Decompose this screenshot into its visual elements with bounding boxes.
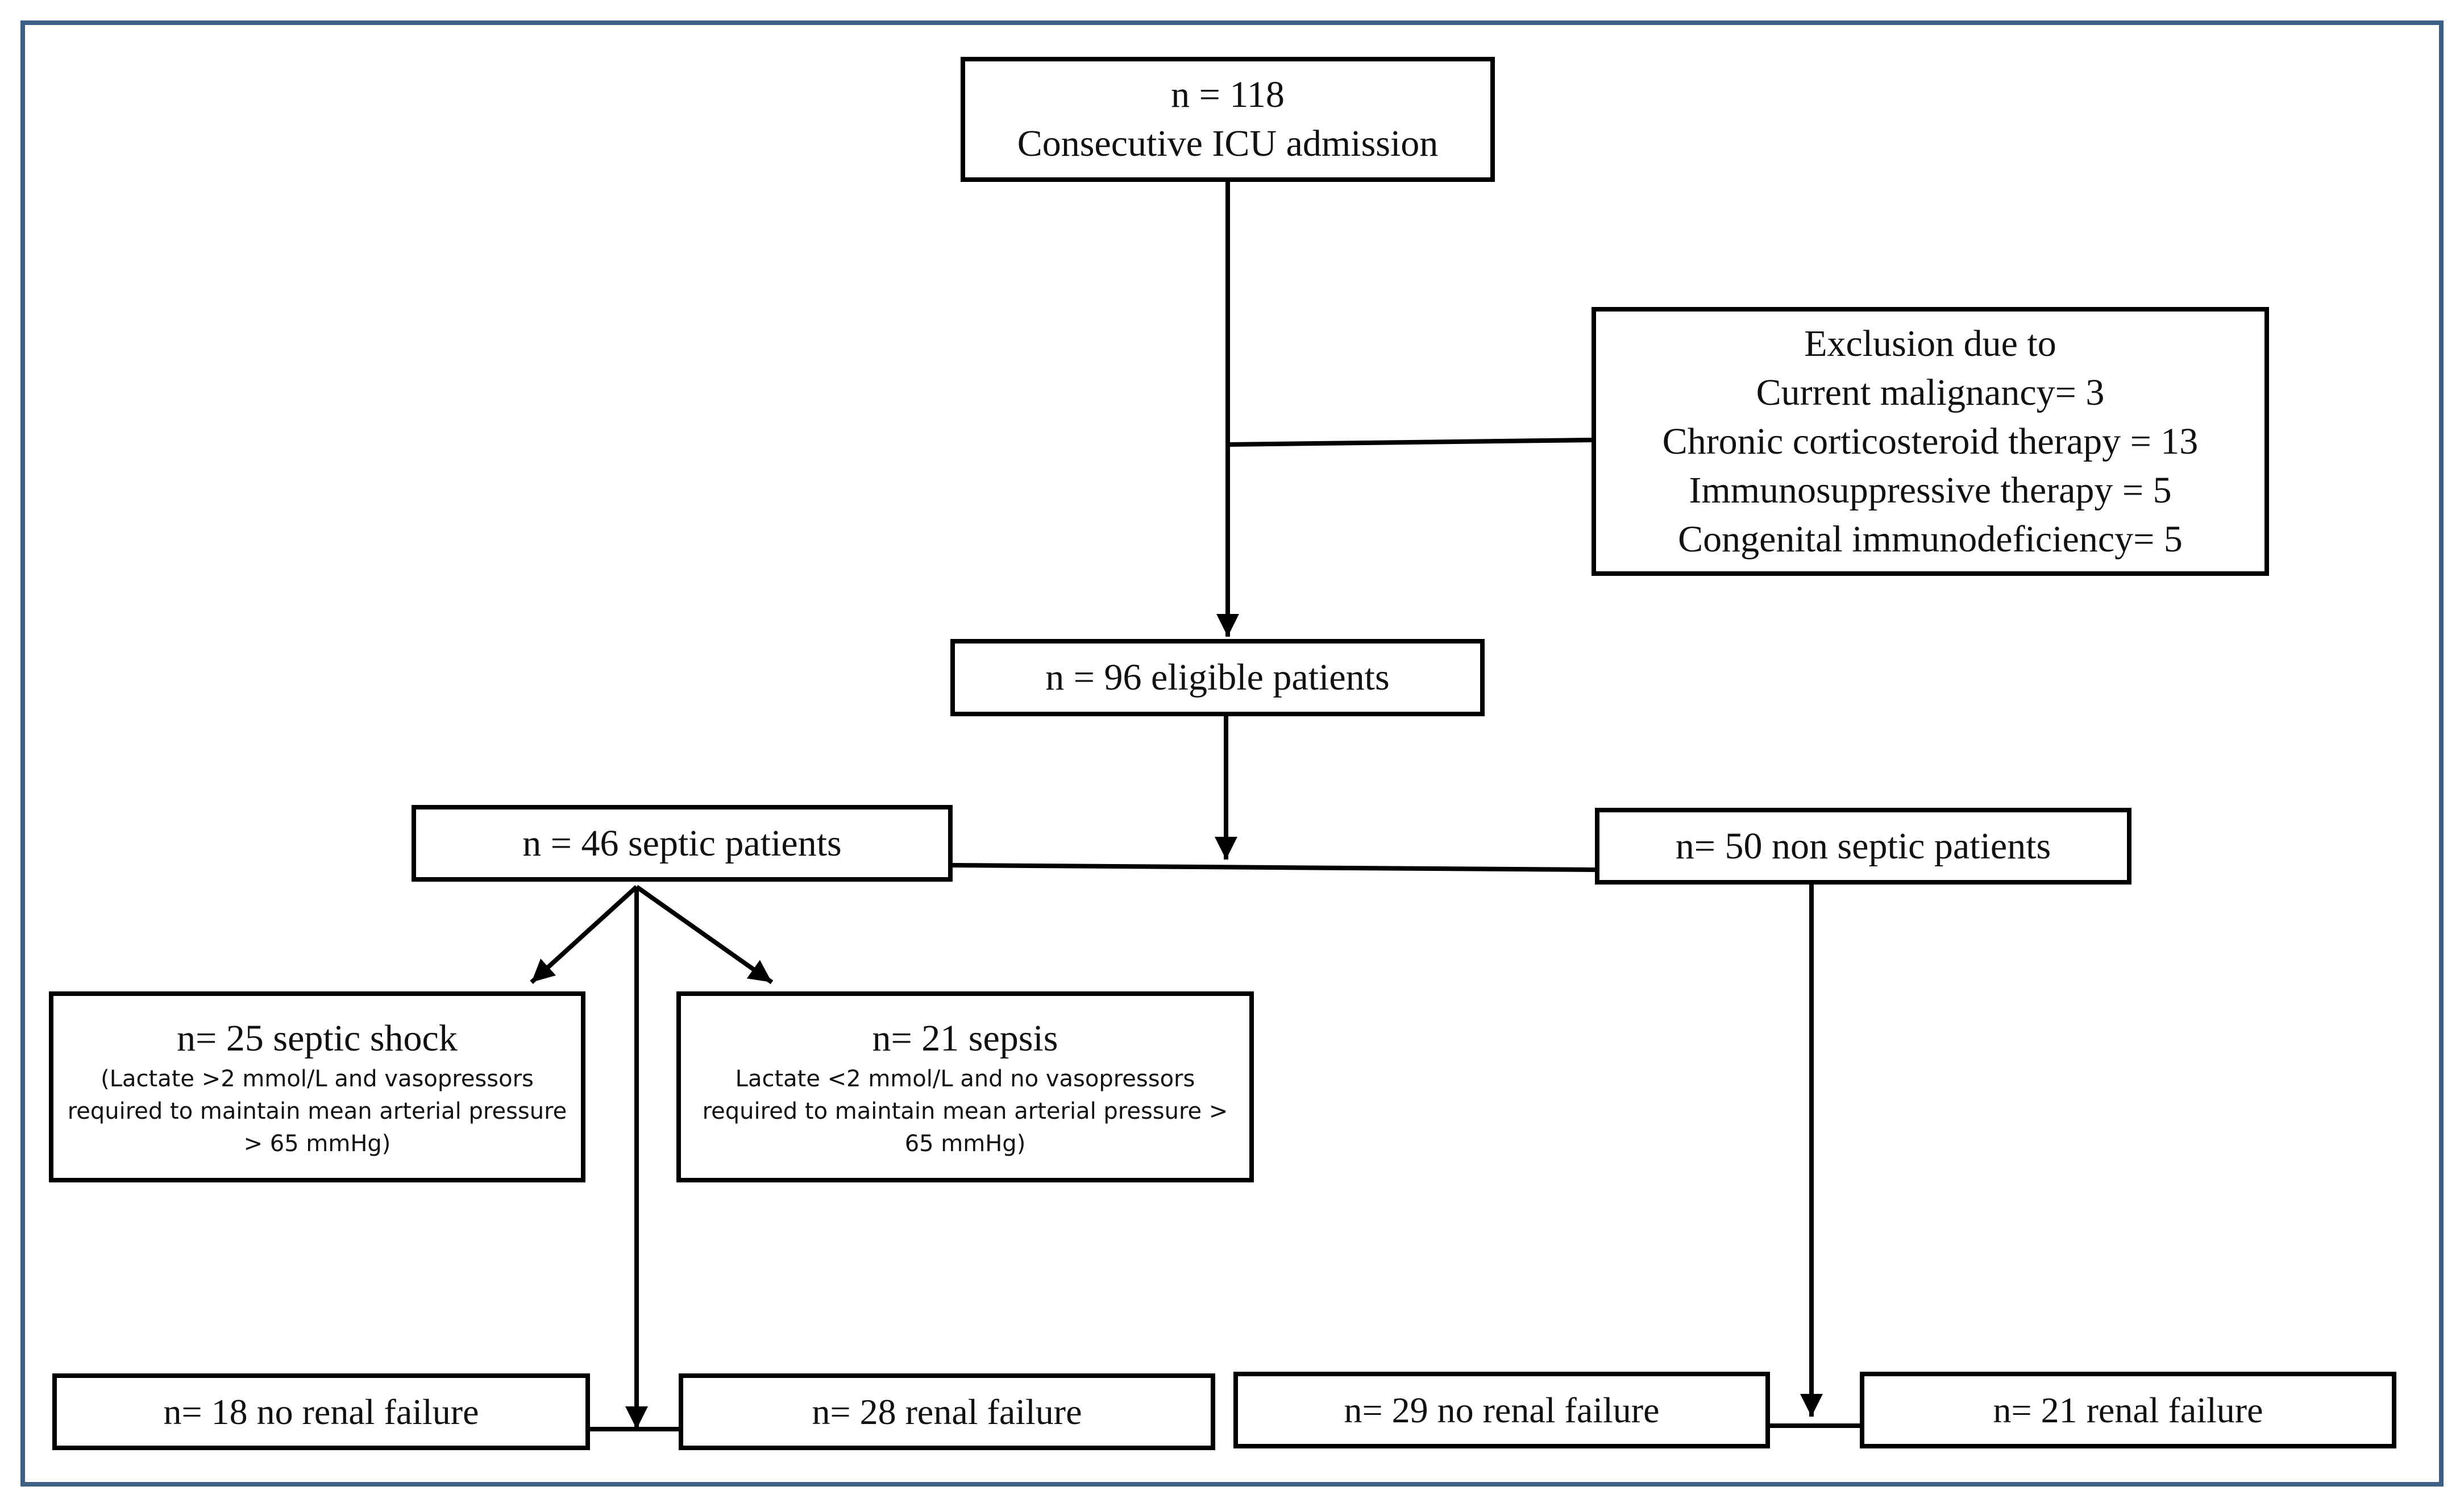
exclusion-item: Congenital immunodeficiency= 5: [1678, 518, 2183, 560]
non-septic-box: n= 50 non septic patients: [1595, 808, 2131, 885]
split-horizontal-line: [951, 863, 1597, 872]
septic-shock-note-line: > 65 mmHg): [243, 1130, 391, 1157]
septic-box: n = 46 septic patients: [412, 805, 953, 882]
start-count: n = 118: [1171, 74, 1285, 115]
start-label: Consecutive ICU admission: [1017, 123, 1439, 164]
septic-label: n = 46 septic patients: [522, 822, 842, 864]
exclusion-title: Exclusion due to: [1804, 322, 2056, 364]
start-box: n = 118 Consecutive ICU admission: [961, 57, 1495, 182]
exclusion-item: Current malignancy= 3: [1756, 371, 2105, 413]
sepsis-note-line: required to maintain mean arterial press…: [702, 1098, 1228, 1124]
eligible-box: n = 96 eligible patients: [950, 639, 1485, 716]
septic-renal-failure-box: n= 28 renal failure: [679, 1373, 1215, 1450]
non-septic-renal-failure-box: n= 21 renal failure: [1860, 1372, 2396, 1448]
septic-shock-note-line: required to maintain mean arterial press…: [67, 1098, 567, 1124]
sepsis-note-line: 65 mmHg): [904, 1130, 1026, 1157]
non-septic-renal-failure-label: n= 21 renal failure: [1993, 1389, 2263, 1430]
exclusion-branch-line: [1227, 438, 1592, 447]
exclusion-item: Chronic corticosteroid therapy = 13: [1662, 420, 2199, 462]
septic-no-renal-failure-box: n= 18 no renal failure: [52, 1373, 590, 1450]
non-septic-no-renal-failure-label: n= 29 no renal failure: [1344, 1389, 1660, 1430]
sepsis-note-line: Lactate <2 mmol/L and no vasopressors: [735, 1065, 1195, 1092]
exclusion-item: Immunosuppressive therapy = 5: [1689, 469, 2172, 511]
septic-shock-title: n= 25 septic shock: [177, 1017, 458, 1059]
septic-shock-note-line: (Lactate >2 mmol/L and vasopressors: [101, 1065, 534, 1092]
septic-shock-box: n= 25 septic shock (Lactate >2 mmol/L an…: [49, 991, 585, 1182]
to-septic-shock-arrow: [530, 885, 638, 984]
septic-no-renal-failure-label: n= 18 no renal failure: [163, 1391, 479, 1432]
figure-frame: [20, 20, 2444, 1487]
non-septic-no-renal-failure-box: n= 29 no renal failure: [1233, 1372, 1770, 1448]
sepsis-title: n= 21 sepsis: [872, 1017, 1058, 1059]
eligible-label: n = 96 eligible patients: [1045, 657, 1390, 698]
sepsis-box: n= 21 sepsis Lactate <2 mmol/L and no va…: [676, 991, 1254, 1182]
septic-renal-failure-label: n= 28 renal failure: [812, 1391, 1082, 1432]
to-sepsis-arrow: [635, 885, 774, 985]
exclusion-box: Exclusion due to Current malignancy= 3 C…: [1592, 307, 2269, 576]
non-septic-label: n= 50 non septic patients: [1675, 825, 2051, 867]
